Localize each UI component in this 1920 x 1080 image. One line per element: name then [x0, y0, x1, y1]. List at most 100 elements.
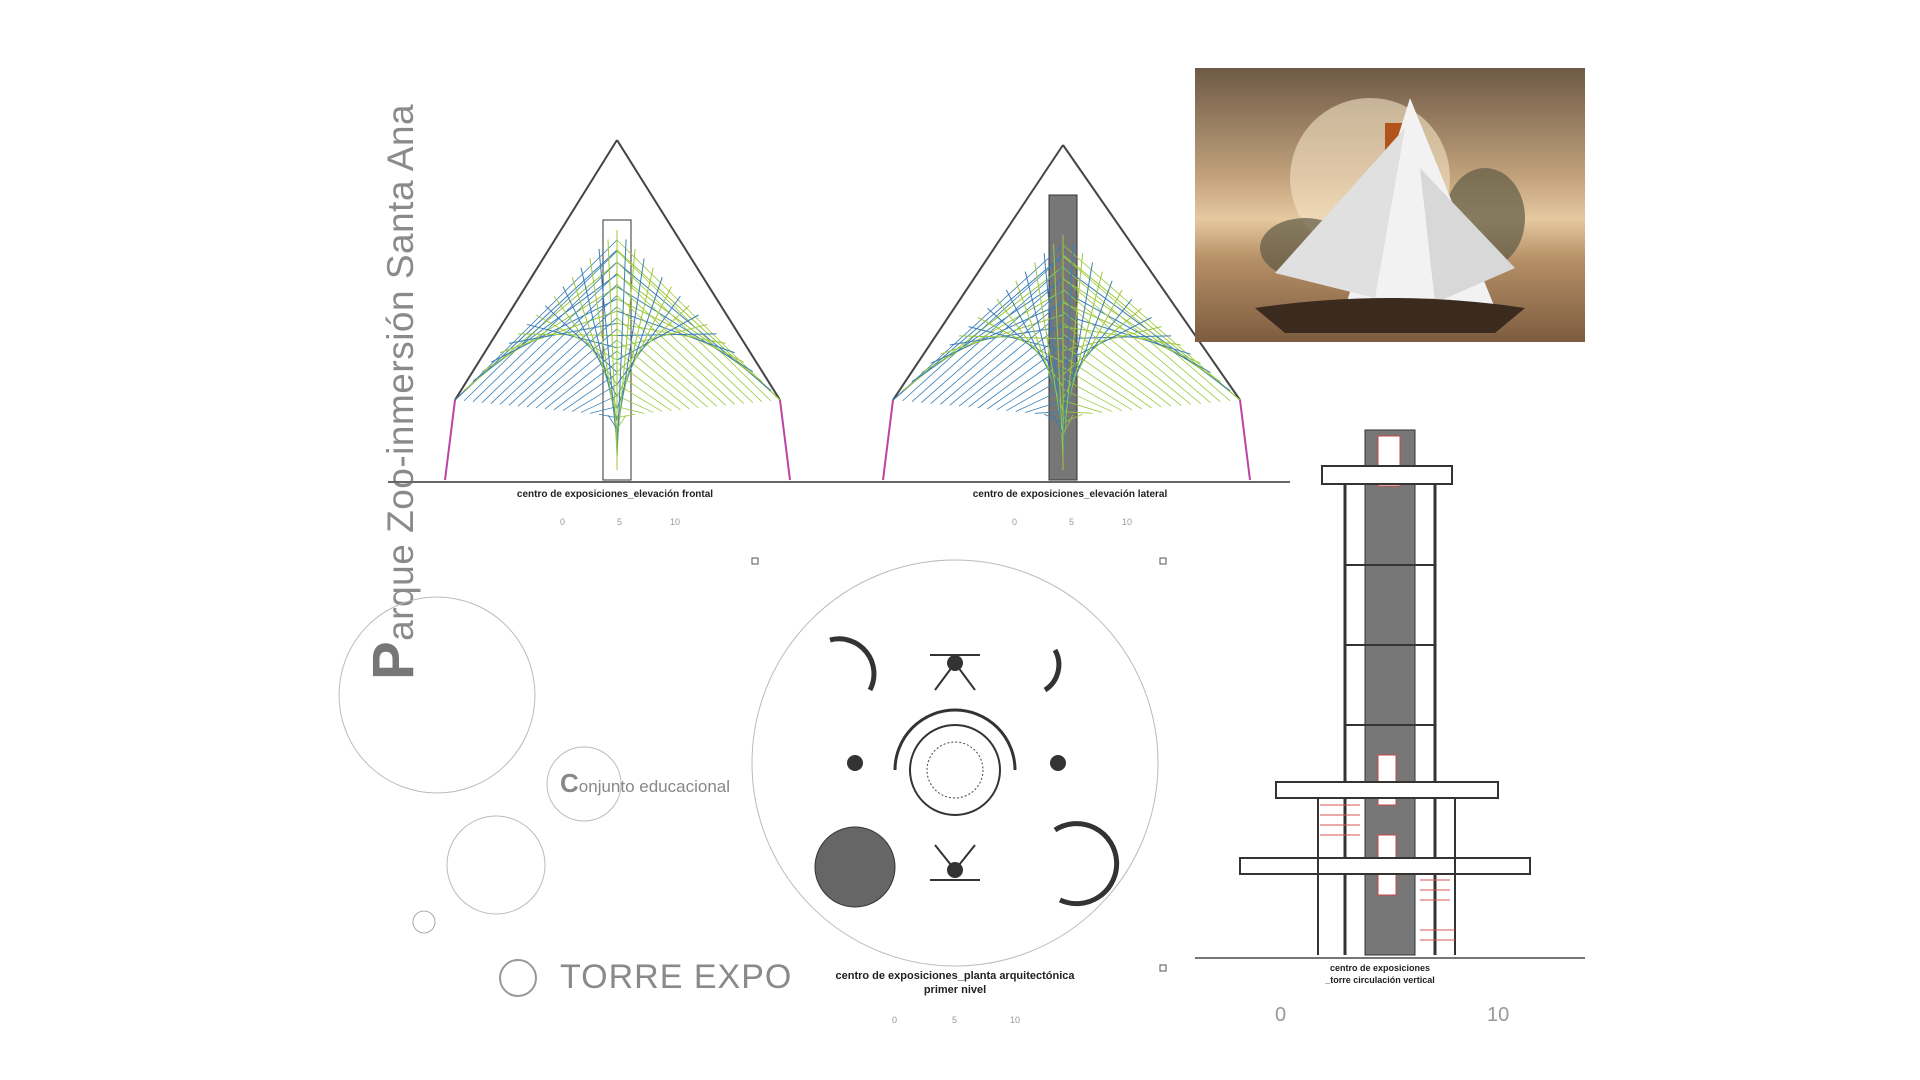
cable-line	[526, 328, 618, 408]
cable-line	[1062, 278, 1211, 403]
cable-line	[1062, 411, 1093, 414]
cable-line	[902, 255, 1064, 402]
torre-expo-label: TORRE EXPO	[560, 958, 793, 996]
cable-line	[1062, 366, 1133, 411]
cable-line	[499, 295, 618, 405]
cable-line	[553, 361, 618, 411]
cable-line	[616, 413, 636, 419]
cable-line	[607, 239, 618, 458]
tower-scale-bar: 0 10	[1275, 990, 1509, 1030]
cable-line	[1015, 389, 1064, 412]
cable-line	[1062, 278, 1221, 383]
cable-line	[616, 317, 717, 407]
cable-line	[616, 139, 781, 401]
cable-line	[1062, 311, 1182, 406]
cable-line	[535, 339, 618, 409]
cable-line	[1062, 413, 1083, 424]
scale-tick: 10	[670, 517, 681, 527]
cable-line	[1239, 399, 1251, 481]
front-elevation-drawing	[444, 139, 791, 481]
cable-line	[1062, 333, 1162, 408]
cable-line	[616, 414, 627, 430]
cable-line	[472, 274, 618, 382]
cable-line	[1043, 413, 1064, 424]
cable-line	[616, 239, 781, 401]
cable-line	[616, 286, 672, 397]
cable-line	[930, 289, 1064, 404]
cable-line	[930, 302, 1064, 364]
cable-line	[616, 286, 754, 373]
cable-line	[616, 273, 754, 403]
cable-line	[977, 344, 1064, 409]
decorative-circle	[338, 596, 536, 794]
scale-tick: 0	[1012, 517, 1018, 527]
cable-line	[1062, 290, 1211, 373]
cable-line	[616, 239, 627, 458]
cable-line	[1062, 307, 1142, 375]
cable-line	[616, 310, 735, 354]
cable-line	[1062, 344, 1152, 409]
cable-line	[1062, 298, 1133, 387]
cable-line	[987, 355, 1064, 410]
scale-tick: 10	[1487, 1004, 1510, 1026]
cable-line	[1025, 400, 1064, 413]
cable-line	[958, 322, 1064, 407]
cable-line	[1062, 262, 1093, 435]
cable-line	[1062, 144, 1241, 401]
conjunto-educacional-label: Conjunto educacional	[560, 768, 730, 799]
cable-line	[580, 395, 618, 413]
cable-line	[1062, 253, 1084, 447]
cable-line	[616, 298, 745, 363]
cable-line	[454, 139, 618, 401]
cable-line	[1062, 314, 1191, 355]
scale-tick: 10	[1122, 517, 1133, 527]
cable-line	[616, 406, 645, 414]
cable-line	[1043, 253, 1064, 447]
cable-line	[481, 286, 618, 373]
plan-caption: centro de exposiciones_planta arquitectó…	[835, 970, 1075, 982]
cable-line	[1062, 289, 1123, 399]
cable-line	[882, 399, 894, 481]
cable-line	[996, 298, 1064, 387]
decorative-circle	[412, 910, 436, 934]
cable-line	[616, 314, 699, 361]
lateral-elevation-drawing	[882, 144, 1251, 481]
cable-line	[911, 278, 1064, 383]
cable-line	[598, 413, 618, 419]
cable-line	[598, 248, 618, 446]
cable-line	[616, 328, 708, 408]
cable-line	[589, 258, 618, 434]
plan-scale-bar: 0 5 10	[892, 1000, 1022, 1026]
cable-line	[1062, 244, 1241, 401]
cable-line	[921, 278, 1064, 403]
cable-line	[892, 144, 1064, 401]
scale-tick: 5	[952, 1015, 958, 1025]
scale-tick: 0	[560, 517, 566, 527]
cable-line	[987, 307, 1064, 375]
scale-tick: 5	[617, 517, 623, 527]
decorative-circle	[499, 959, 537, 997]
label-rest: onjunto educacional	[578, 777, 731, 796]
cable-line	[607, 414, 618, 430]
cable-line	[562, 373, 618, 411]
decorative-circle	[546, 746, 622, 822]
cable-line	[1062, 322, 1172, 407]
cable-line	[940, 314, 1064, 355]
cable-line	[616, 395, 654, 413]
cable-line	[996, 366, 1064, 411]
cable-line	[562, 286, 618, 397]
tower-subcaption: _torre circulación vertical	[1325, 975, 1435, 985]
cable-line	[499, 310, 618, 354]
tower-render-image	[1195, 68, 1585, 342]
cable-line	[1005, 289, 1064, 399]
cable-line	[921, 290, 1064, 373]
cable-line	[490, 298, 618, 363]
cable-line	[616, 250, 772, 402]
front-scale-bar: 0 5 10	[560, 503, 680, 527]
tower-caption: centro de exposiciones	[1329, 963, 1431, 973]
cable-line	[616, 339, 699, 409]
cable-line	[1062, 400, 1103, 413]
cable-line	[1062, 317, 1152, 363]
cable-line	[544, 350, 618, 410]
